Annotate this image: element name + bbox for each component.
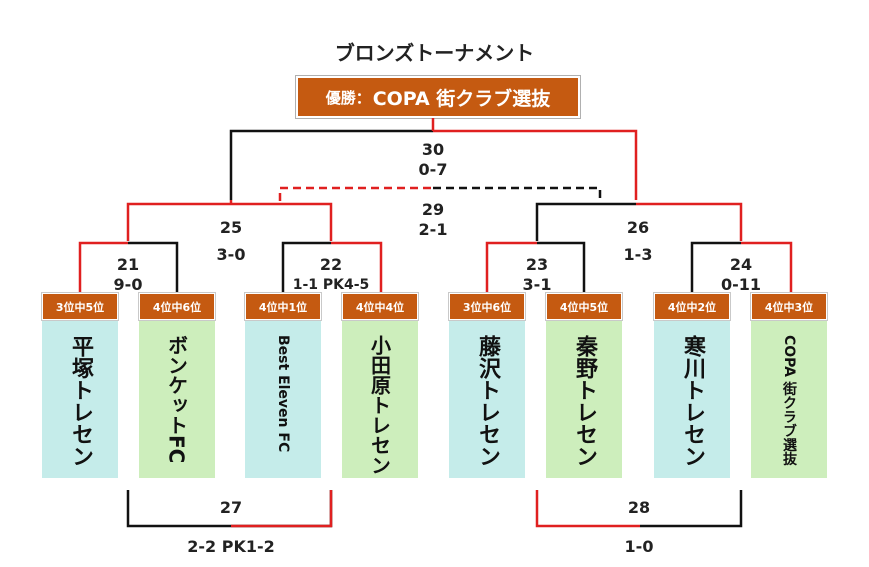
- team-rank-badge: 4位中1位: [245, 293, 321, 320]
- team-name: 寒川トレセン: [680, 335, 705, 467]
- champion-prefix: 優勝：: [325, 88, 371, 107]
- line-m24-left: [690, 241, 741, 293]
- match-29-label: 29 2-1: [403, 200, 463, 240]
- line-m21-left: [78, 241, 128, 293]
- match-30-label: 30 0-7: [403, 140, 463, 180]
- match-29-score: 2-1: [418, 220, 448, 239]
- team-card: 4位中5位 秦野トレセン: [546, 293, 622, 478]
- page-title: ブロンズトーナメント: [334, 41, 535, 65]
- match-22-label: 22 1-1 PK4-5: [281, 255, 381, 295]
- line-m26-right: [636, 202, 743, 241]
- line-m23-left: [485, 241, 537, 293]
- champion-banner: 優勝： COPA 街クラブ選抜: [296, 76, 580, 118]
- match-23-label: 23 3-1: [507, 255, 567, 295]
- team-card: 4位中6位 ボンケットFC: [139, 293, 215, 478]
- match-21-number: 21: [116, 255, 140, 274]
- match-28-score: 1-0: [624, 537, 654, 556]
- match-30-number: 30: [421, 140, 445, 159]
- team-card: 4位中4位 小田原トレセン: [342, 293, 418, 478]
- team-rank-badge: 4位中5位: [546, 293, 622, 320]
- team-rank-badge: 4位中6位: [139, 293, 215, 320]
- team-name: ボンケットFC: [164, 335, 189, 464]
- team-name: 小田原トレセン: [367, 335, 392, 475]
- line-m22-left: [281, 241, 331, 293]
- team-card: 4位中2位 寒川トレセン: [654, 293, 730, 478]
- team-name: Best Eleven FC: [275, 335, 291, 453]
- match-23-number: 23: [525, 255, 549, 274]
- match-27-number: 27: [219, 498, 243, 517]
- match-22-score: 1-1 PK4-5: [292, 277, 370, 293]
- match-26-number: 26: [626, 218, 650, 237]
- team-name: COPA 街クラブ選抜: [781, 335, 797, 466]
- team-rank-badge: 3位中6位: [449, 293, 525, 320]
- team-card: 4位中1位 Best Eleven FC: [245, 293, 321, 478]
- team-rank-badge: 4位中2位: [654, 293, 730, 320]
- match-27-score: 2-2 PK1-2: [187, 537, 275, 556]
- team-card: 4位中3位 COPA 街クラブ選抜: [751, 293, 827, 478]
- line-m28-loser: [640, 490, 743, 528]
- line-m29-left: [278, 186, 433, 201]
- match-21-score: 9-0: [113, 275, 143, 294]
- match-25-number: 25: [219, 218, 243, 237]
- line-m21-right: [128, 241, 179, 293]
- team-name: 平塚トレセン: [68, 335, 93, 467]
- team-card: 3位中6位 藤沢トレセン: [449, 293, 525, 478]
- match-24-number: 24: [729, 255, 753, 274]
- match-29-number: 29: [421, 200, 445, 219]
- line-final-left: [229, 129, 433, 200]
- line-m26-left: [535, 202, 636, 241]
- line-m28-winner: [535, 490, 640, 528]
- champion-name: COPA 街クラブ選抜: [372, 87, 551, 110]
- match-28-number: 28: [627, 498, 651, 517]
- line-m23-right: [537, 241, 586, 293]
- match-26-label: 26 1-3: [608, 214, 668, 268]
- match-25-label: 25 3-0: [201, 214, 261, 268]
- line-m22-right: [331, 241, 383, 293]
- line-m25-left: [126, 202, 231, 241]
- line-final-right: [433, 129, 638, 200]
- match-25-score: 3-0: [216, 245, 246, 264]
- match-22-number: 22: [319, 255, 343, 274]
- line-m25-right: [231, 202, 333, 241]
- line-m29-right: [433, 186, 602, 201]
- team-name: 秦野トレセン: [572, 335, 597, 467]
- team-rank-badge: 4位中3位: [751, 293, 827, 320]
- team-rank-badge: 3位中5位: [42, 293, 118, 320]
- match-21-label: 21 9-0: [98, 255, 158, 295]
- line-m27-winner: [231, 490, 333, 528]
- match-23-score: 3-1: [522, 275, 552, 294]
- team-name: 藤沢トレセン: [475, 335, 500, 467]
- match-26-score: 1-3: [623, 245, 653, 264]
- match-30-score: 0-7: [418, 160, 448, 179]
- match-24-label: 24 0-11: [711, 255, 771, 295]
- team-rank-badge: 4位中4位: [342, 293, 418, 320]
- team-card: 3位中5位 平塚トレセン: [42, 293, 118, 478]
- line-m24-right: [741, 241, 793, 293]
- match-24-score: 0-11: [720, 275, 762, 294]
